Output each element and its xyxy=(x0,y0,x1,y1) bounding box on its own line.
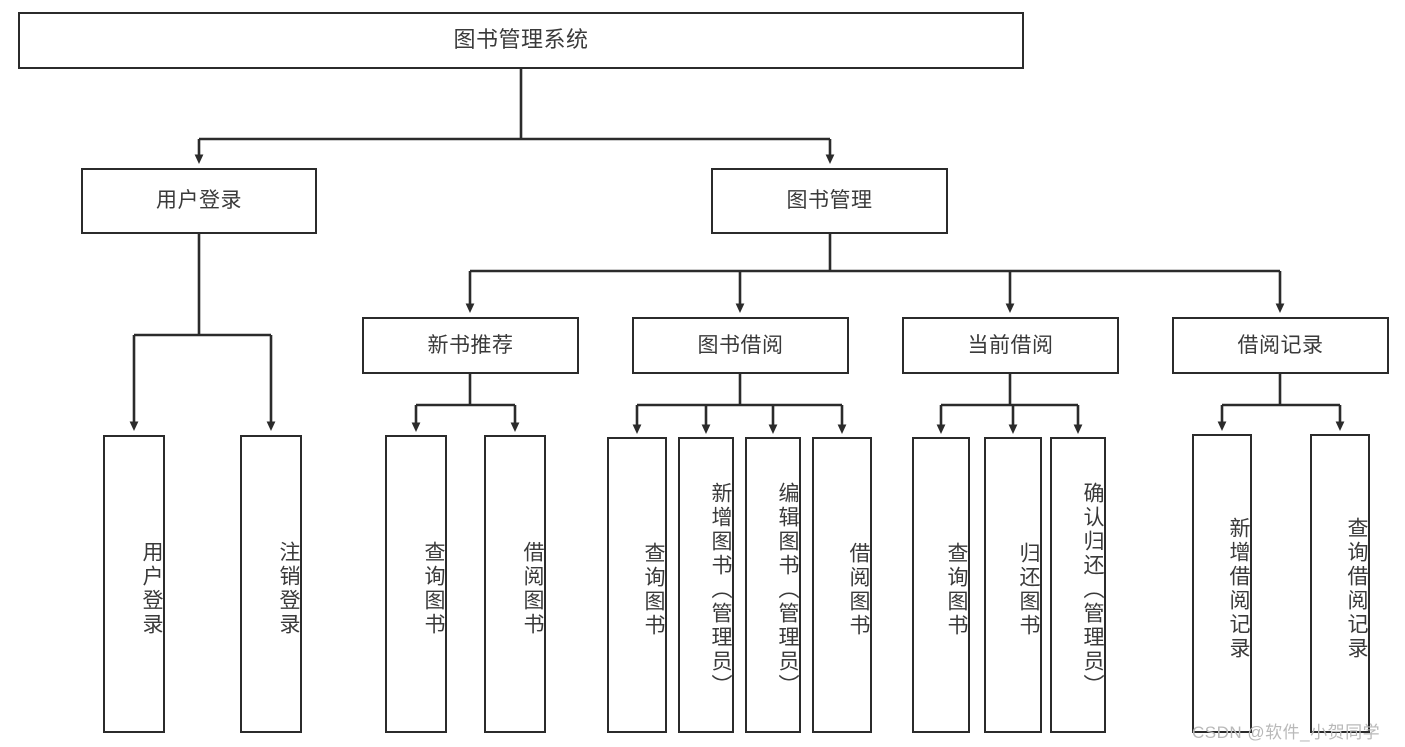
leaf-query-books-borrow[interactable]: 查询图书 xyxy=(607,437,667,733)
node-root[interactable]: 图书管理系统 xyxy=(18,12,1024,69)
leaf-edit-book-admin-label: 编辑图书（管理员） xyxy=(776,482,799,698)
node-borrow-records-label: 借阅记录 xyxy=(1237,333,1324,357)
node-root-label: 图书管理系统 xyxy=(453,27,589,53)
leaf-borrow-book[interactable]: 借阅图书 xyxy=(812,437,872,733)
leaf-user-login[interactable]: 用户登录 xyxy=(103,435,165,733)
csdn-watermark: CSDN @软件_小贺同学 xyxy=(1192,723,1381,742)
leaf-add-book-admin-label: 新增图书（管理员） xyxy=(709,482,732,698)
leaf-query-books-borrow-label: 查询图书 xyxy=(642,542,665,638)
leaf-add-borrow-record[interactable]: 新增借阅记录 xyxy=(1192,434,1252,733)
node-new-book-recommend-label: 新书推荐 xyxy=(427,333,514,357)
node-user-login[interactable]: 用户登录 xyxy=(81,168,317,234)
leaf-query-books-recommend[interactable]: 查询图书 xyxy=(385,435,447,733)
leaf-return-book[interactable]: 归还图书 xyxy=(984,437,1042,733)
leaf-logout[interactable]: 注销登录 xyxy=(240,435,302,733)
leaf-add-borrow-record-label: 新增借阅记录 xyxy=(1227,516,1250,661)
leaf-edit-book-admin[interactable]: 编辑图书（管理员） xyxy=(745,437,801,733)
node-new-book-recommend[interactable]: 新书推荐 xyxy=(362,317,579,374)
leaf-user-login-label: 用户登录 xyxy=(140,541,163,637)
leaf-confirm-return-admin[interactable]: 确认归还（管理员） xyxy=(1050,437,1106,733)
node-book-management-label: 图书管理 xyxy=(786,189,873,213)
node-borrow-records[interactable]: 借阅记录 xyxy=(1172,317,1389,374)
leaf-add-book-admin[interactable]: 新增图书（管理员） xyxy=(678,437,734,733)
leaf-query-books-current-label: 查询图书 xyxy=(945,542,968,638)
leaf-logout-label: 注销登录 xyxy=(277,541,300,637)
leaf-return-book-label: 归还图书 xyxy=(1017,542,1040,638)
node-book-management[interactable]: 图书管理 xyxy=(711,168,948,234)
node-user-login-label: 用户登录 xyxy=(156,189,242,213)
leaf-borrow-books-recommend-label: 借阅图书 xyxy=(521,541,544,637)
node-current-borrow[interactable]: 当前借阅 xyxy=(902,317,1119,374)
leaf-borrow-book-label: 借阅图书 xyxy=(847,542,870,638)
node-book-borrow[interactable]: 图书借阅 xyxy=(632,317,849,374)
node-book-borrow-label: 图书借阅 xyxy=(697,333,784,357)
leaf-query-books-recommend-label: 查询图书 xyxy=(422,541,445,637)
node-current-borrow-label: 当前借阅 xyxy=(967,333,1054,357)
leaf-borrow-books-recommend[interactable]: 借阅图书 xyxy=(484,435,546,733)
leaf-confirm-return-admin-label: 确认归还（管理员） xyxy=(1081,482,1104,698)
leaf-query-borrow-record-label: 查询借阅记录 xyxy=(1345,516,1368,661)
leaf-query-books-current[interactable]: 查询图书 xyxy=(912,437,970,733)
leaf-query-borrow-record[interactable]: 查询借阅记录 xyxy=(1310,434,1370,733)
